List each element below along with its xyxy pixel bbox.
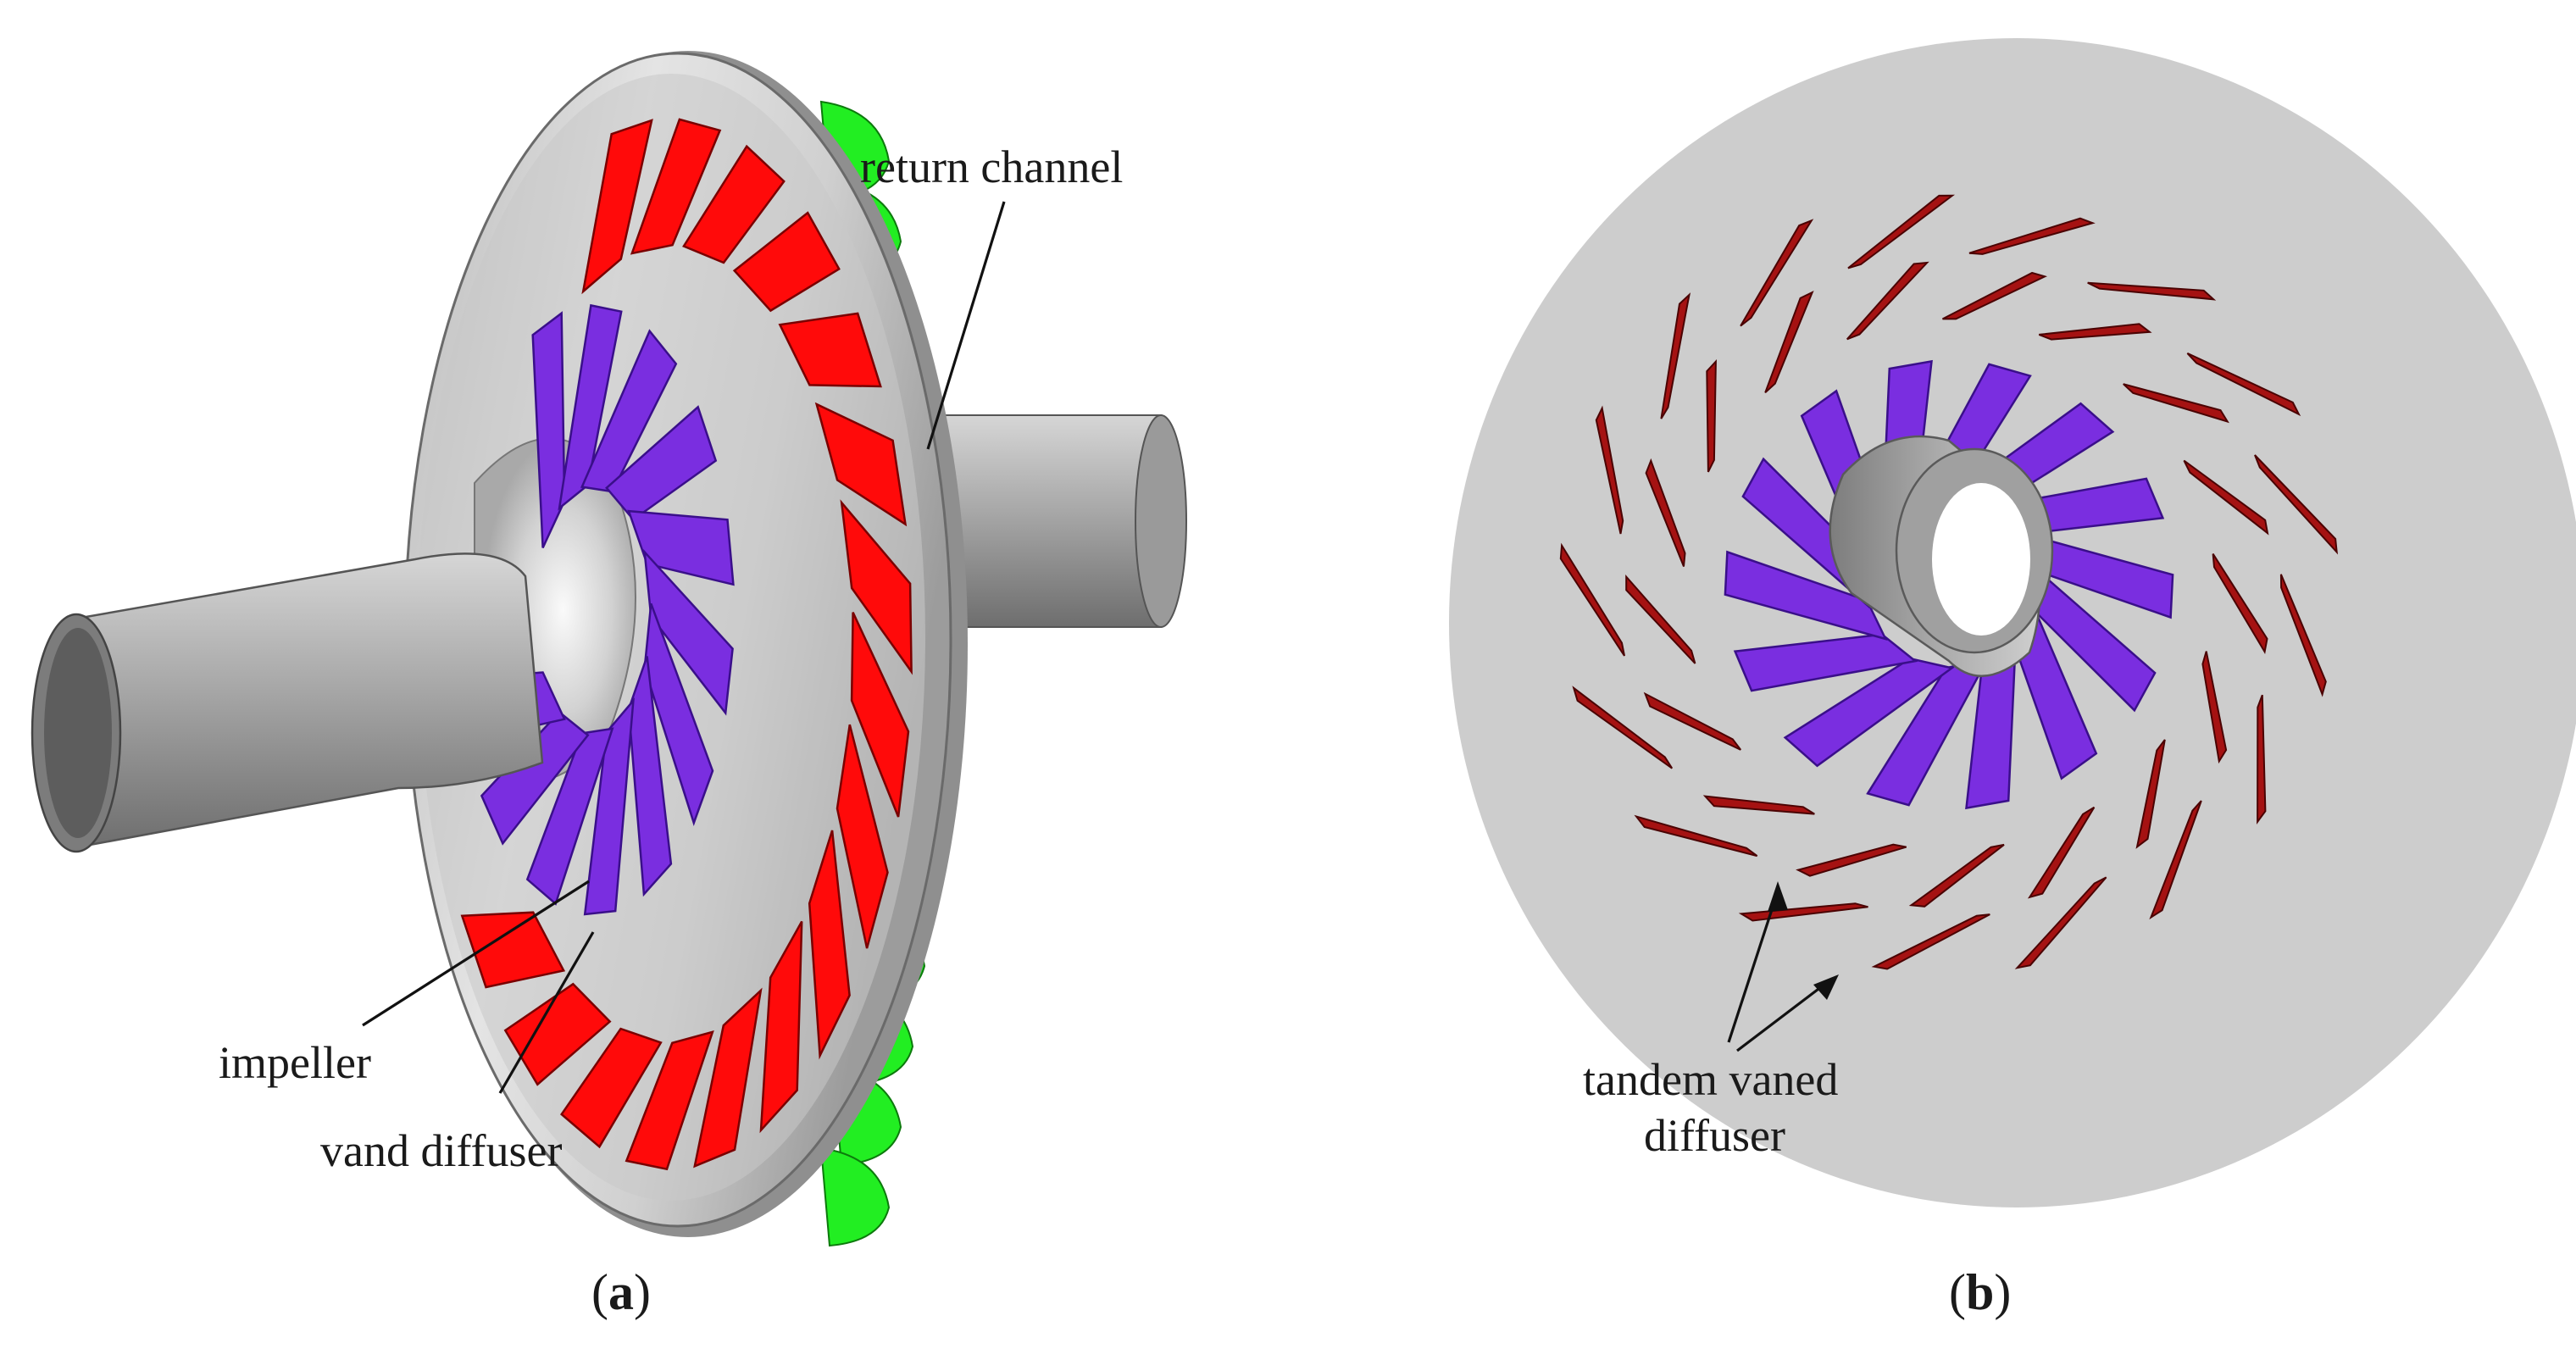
impeller-blade bbox=[583, 697, 635, 916]
diffuser-vane bbox=[460, 911, 566, 989]
tandem-vane-rear bbox=[1871, 913, 1990, 970]
tandem-label-line1: tandem vaned bbox=[1583, 1054, 1838, 1105]
caption-a-letter: a bbox=[608, 1264, 634, 1320]
impeller-blade bbox=[1733, 633, 1918, 692]
tandem-vane-front bbox=[2038, 323, 2152, 341]
tandem-vane-rear bbox=[2257, 694, 2267, 824]
diffuser-vane bbox=[581, 119, 653, 295]
tandem-vane-rear bbox=[1968, 217, 2096, 255]
impeller-blade bbox=[627, 509, 735, 586]
tandem-vane-front bbox=[1706, 358, 1717, 473]
impeller-blade bbox=[558, 303, 623, 511]
impeller-blade bbox=[525, 727, 614, 906]
diffuser-vane bbox=[814, 402, 908, 527]
vane-diffuser-label: vand diffuser bbox=[320, 1125, 562, 1176]
return-channel-leader bbox=[926, 201, 1006, 450]
diffuser-vane bbox=[759, 920, 803, 1134]
tandem-vane-front bbox=[1702, 795, 1815, 815]
diffuser-vane bbox=[732, 211, 841, 313]
tandem-vane-front bbox=[2201, 651, 2228, 764]
tandem-vane-front bbox=[1625, 574, 1696, 664]
return-channel-vane bbox=[819, 1146, 891, 1247]
tandem-vane-front bbox=[1942, 271, 2048, 320]
tandem-vane-front bbox=[1643, 691, 1741, 751]
tandem-label-line2: diffuser bbox=[1644, 1110, 1785, 1161]
tandem-vane-rear bbox=[2186, 352, 2301, 417]
impeller-blade bbox=[1724, 550, 1888, 641]
tandem-vane-rear bbox=[1660, 292, 1691, 419]
diffuser-vane bbox=[625, 1030, 714, 1171]
tandem-vane-rear bbox=[1740, 219, 1814, 327]
tandem-vane-front bbox=[2212, 553, 2268, 654]
tandem-vane-rear bbox=[2014, 876, 2107, 969]
impeller-blade bbox=[580, 329, 678, 493]
tandem-vane-rear bbox=[2149, 800, 2202, 920]
tandem-vane-rear bbox=[2087, 281, 2217, 301]
tandem-vane-rear bbox=[2279, 574, 2327, 697]
diffuser-vane bbox=[682, 144, 786, 264]
impeller-blade bbox=[531, 311, 566, 549]
impeller-label: impeller bbox=[219, 1037, 371, 1088]
tandem-vane-rear bbox=[2254, 454, 2339, 555]
diffuser-vane bbox=[850, 612, 910, 818]
panel-b-tandem-diffuser: tandem vaned diffuser (b) bbox=[1449, 38, 2576, 1320]
caption-b-letter: b bbox=[1966, 1264, 1994, 1320]
vane-diffuser-leader bbox=[498, 931, 595, 1094]
impeller-blade bbox=[605, 405, 718, 521]
tandem-vane-front bbox=[1908, 843, 2005, 908]
tandem-vane-rear bbox=[1847, 194, 1956, 269]
diffuser-vane bbox=[693, 987, 763, 1169]
diffuser-vane bbox=[560, 1027, 663, 1149]
tandem-vane-rear bbox=[1572, 686, 1674, 769]
tandem-vanes bbox=[1559, 194, 2339, 970]
tandem-vane-rear bbox=[1738, 902, 1868, 922]
return-channel-label: return channel bbox=[860, 142, 1123, 192]
tandem-vane-rear bbox=[1595, 405, 1624, 535]
tandem-vane-rear bbox=[1559, 542, 1625, 657]
impeller-blade bbox=[627, 656, 673, 897]
tandem-vane-front bbox=[2027, 806, 2096, 899]
diffuser-vane bbox=[778, 312, 882, 388]
inlet-tube-b bbox=[1829, 435, 2054, 678]
caption-b: (b) bbox=[1949, 1264, 2011, 1320]
tandem-vane-front bbox=[2123, 383, 2229, 424]
tandem-vane-front bbox=[1796, 843, 1907, 877]
diffuser-vane bbox=[808, 830, 851, 1060]
impeller-blade bbox=[480, 710, 590, 846]
caption-a: (a) bbox=[591, 1264, 651, 1320]
panel-a-centrifugal-stage: return channel impeller vand diffuser (a… bbox=[31, 51, 1187, 1320]
impeller-blade bbox=[643, 602, 714, 826]
tandem-vane-front bbox=[1846, 261, 1929, 341]
impeller-blade bbox=[1783, 657, 1955, 768]
diffuser-vane bbox=[840, 499, 913, 675]
tandem-vane-front bbox=[1645, 458, 1686, 567]
diffuser-vane bbox=[836, 724, 889, 949]
diffuser-vane bbox=[503, 982, 612, 1086]
tandem-leaders bbox=[1727, 881, 1839, 1052]
diffuser-vane bbox=[630, 118, 722, 255]
impeller-blades bbox=[454, 303, 735, 916]
vaned-diffuser-vanes bbox=[460, 118, 913, 1171]
tandem-vane-front bbox=[2135, 739, 2166, 849]
tandem-vane-front bbox=[2183, 459, 2269, 536]
impeller-leader bbox=[362, 880, 590, 1027]
tandem-vane-front bbox=[1764, 290, 1814, 394]
inlet-pipe bbox=[31, 552, 544, 853]
impeller-blade bbox=[643, 548, 734, 716]
tandem-vane-rear bbox=[1634, 814, 1758, 858]
